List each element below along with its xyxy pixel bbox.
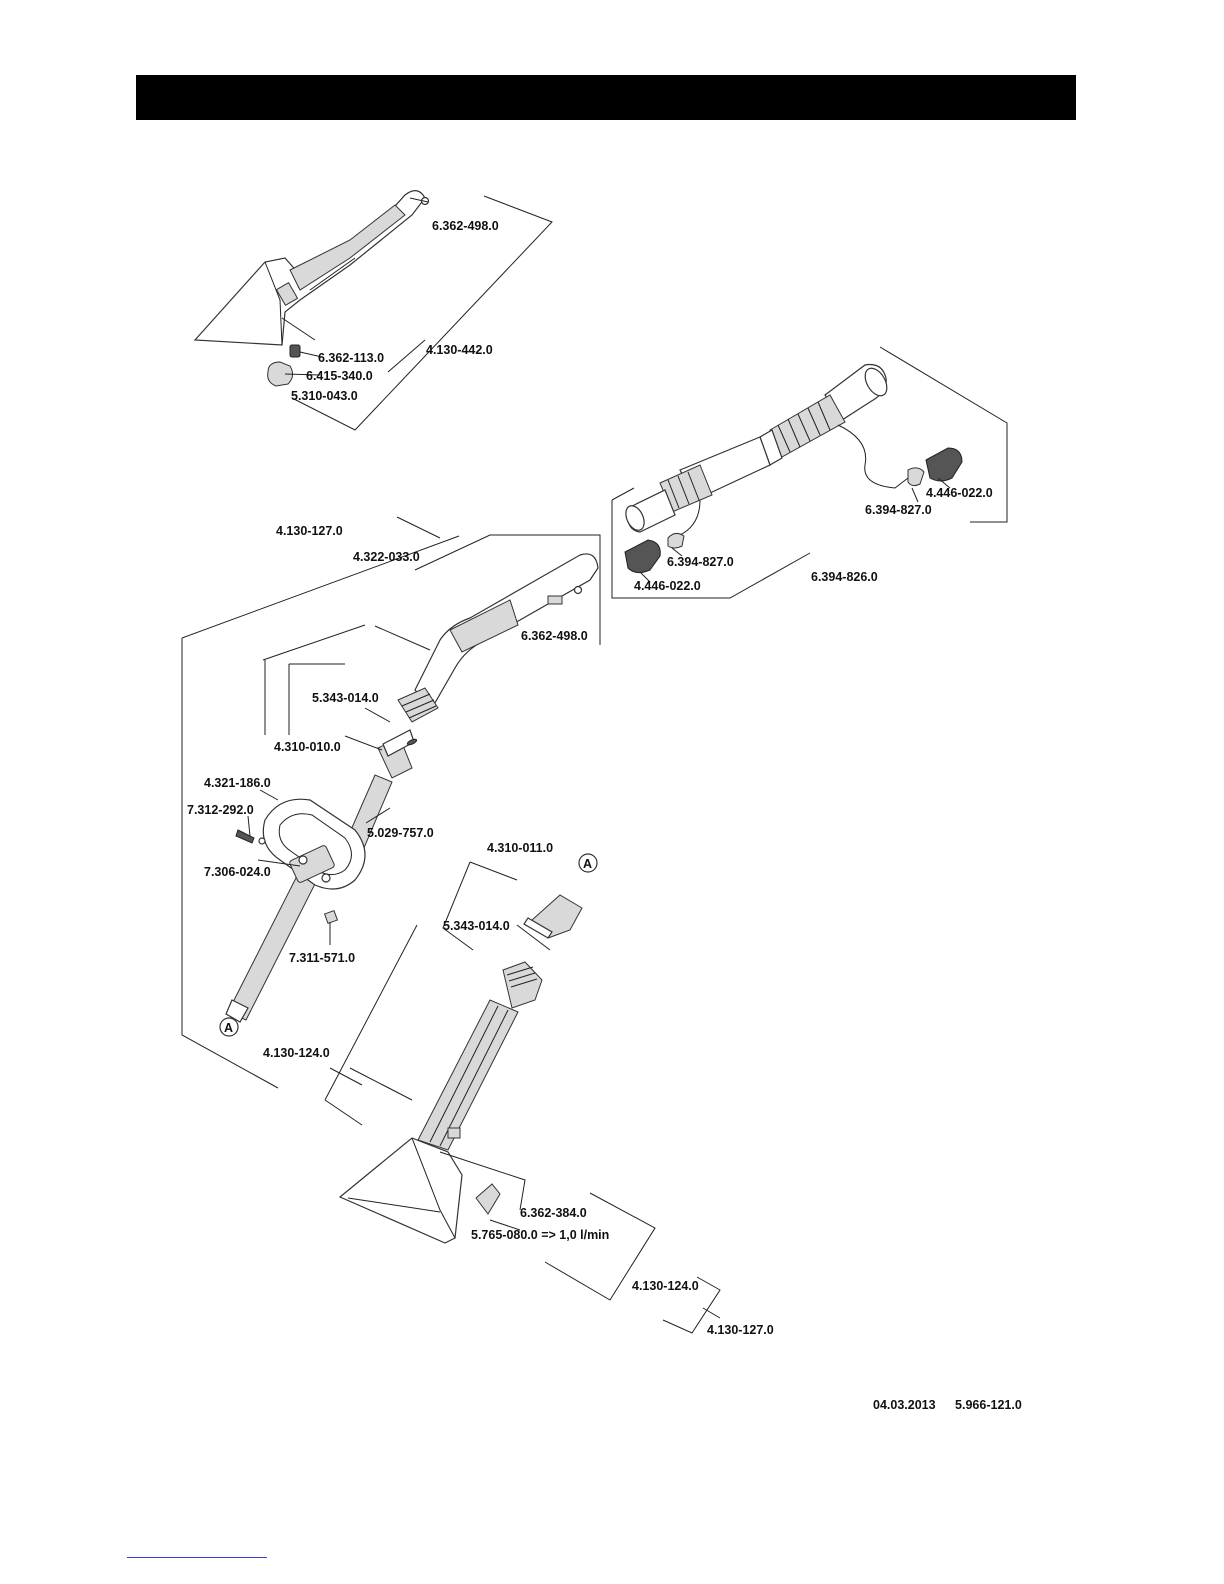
- label-4322-033: 4.322-033.0: [353, 550, 420, 564]
- marker-a-lower: A: [583, 857, 592, 871]
- label-4446-022-right: 4.446-022.0: [926, 486, 993, 500]
- wand-connector-lower: A: [523, 853, 598, 939]
- label-4310-010: 4.310-010.0: [274, 740, 341, 754]
- label-6362-113: 6.362-113.0: [318, 351, 384, 365]
- label-4321-186: 4.321-186.0: [204, 776, 271, 790]
- label-4130-127-bottom: 4.130-127.0: [707, 1323, 774, 1337]
- floor-nozzle: [338, 1137, 501, 1244]
- label-6362-498-mid: 6.362-498.0: [521, 629, 588, 643]
- header-bar: [136, 75, 1076, 120]
- label-6415-340: 6.415-340.0: [306, 369, 373, 383]
- label-6362-498-top: 6.362-498.0: [432, 219, 499, 233]
- label-6362-384: 6.362-384.0: [520, 1206, 587, 1220]
- label-6394-827-left: 6.394-827.0: [667, 555, 734, 569]
- hose-assembly-leaders: [611, 346, 1008, 599]
- wand-handle: [397, 553, 599, 723]
- label-6394-827-right: 6.394-827.0: [865, 503, 932, 517]
- label-4130-124-b: 4.130-124.0: [632, 1279, 699, 1293]
- wand-tube-lower: [417, 961, 543, 1151]
- label-5343-014-a: 5.343-014.0: [312, 691, 379, 705]
- label-7311-571: 7.311-571.0: [289, 951, 355, 965]
- connector-a-upper: A: [219, 1017, 239, 1037]
- label-4310-011: 4.310-011.0: [487, 841, 553, 855]
- bottom-rule: [127, 1557, 267, 1558]
- footer-date: 04.03.2013: [873, 1398, 936, 1412]
- footer-doc-number: 5.966-121.0: [955, 1398, 1022, 1412]
- wand-leaders: [181, 516, 721, 1334]
- label-5310-043: 5.310-043.0: [291, 389, 358, 403]
- loop-handle: [235, 798, 366, 925]
- label-4130-127-top: 4.130-127.0: [276, 524, 343, 538]
- part-labels: 6.362-498.0 6.362-113.0 6.415-340.0 5.31…: [187, 219, 993, 1337]
- label-5765-080: 5.765-080.0 => 1,0 l/min: [471, 1228, 609, 1242]
- marker-a: A: [224, 1021, 233, 1035]
- label-7312-292: 7.312-292.0: [187, 803, 254, 817]
- label-6394-826: 6.394-826.0: [811, 570, 878, 584]
- label-4130-124-a: 4.130-124.0: [263, 1046, 330, 1060]
- label-5343-014-b: 5.343-014.0: [443, 919, 510, 933]
- wand-connectors: [377, 729, 418, 779]
- hose-assembly: [624, 363, 963, 574]
- hand-tool-top-leaders: [281, 195, 553, 431]
- hand-tool-top: [193, 190, 430, 387]
- footer: 04.03.2013 5.966-121.0: [873, 1398, 1038, 1412]
- label-5029-757: 5.029-757.0: [367, 826, 434, 840]
- label-4446-022-left: 4.446-022.0: [634, 579, 701, 593]
- label-7306-024: 7.306-024.0: [204, 865, 271, 879]
- label-4130-442: 4.130-442.0: [426, 343, 493, 357]
